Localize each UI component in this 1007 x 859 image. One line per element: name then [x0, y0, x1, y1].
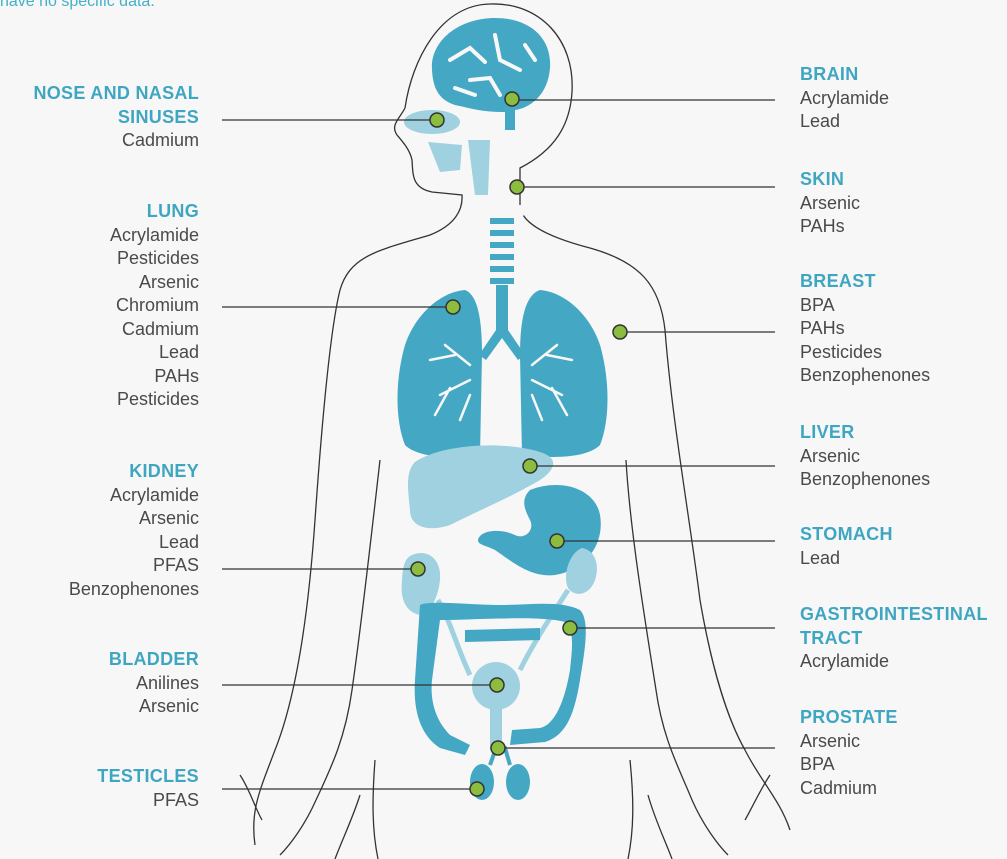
label-item: Acrylamide	[110, 224, 199, 248]
label-item: BPA	[800, 753, 898, 777]
label-item: PFAS	[97, 789, 199, 813]
label-breast: BREAST BPA PAHs Pesticides Benzophenones	[800, 270, 930, 388]
label-item: Chromium	[110, 294, 199, 318]
label-title: BRAIN	[800, 63, 889, 87]
label-item: Acrylamide	[800, 87, 889, 111]
label-title: PROSTATE	[800, 706, 898, 730]
label-item: Lead	[69, 531, 199, 555]
label-title: STOMACH	[800, 523, 893, 547]
marker-nose	[430, 113, 444, 127]
label-gi: GASTROINTESTINAL TRACT Acrylamide	[800, 603, 988, 674]
label-item: PAHs	[800, 215, 860, 239]
label-item: Pesticides	[800, 341, 930, 365]
label-title: LUNG	[110, 200, 199, 224]
marker-lung	[446, 300, 460, 314]
label-brain: BRAIN Acrylamide Lead	[800, 63, 889, 134]
label-item: Benzophenones	[69, 578, 199, 602]
label-nose: NOSE AND NASAL SINUSES Cadmium	[33, 82, 199, 153]
label-item: Pesticides	[110, 388, 199, 412]
marker-brain	[505, 92, 519, 106]
label-lung: LUNG Acrylamide Pesticides Arsenic Chrom…	[110, 200, 199, 412]
label-item: Lead	[800, 547, 893, 571]
label-title: BLADDER	[109, 648, 199, 672]
label-title: TRACT	[800, 627, 988, 651]
label-title: GASTROINTESTINAL	[800, 603, 988, 627]
label-item: PFAS	[69, 554, 199, 578]
label-item: Acrylamide	[800, 650, 988, 674]
marker-kidney	[411, 562, 425, 576]
label-item: Cadmium	[33, 129, 199, 153]
label-item: Cadmium	[110, 318, 199, 342]
marker-liver	[523, 459, 537, 473]
label-prostate: PROSTATE Arsenic BPA Cadmium	[800, 706, 898, 800]
label-item: Lead	[110, 341, 199, 365]
label-item: Anilines	[109, 672, 199, 696]
marker-skin	[510, 180, 524, 194]
label-item: PAHs	[800, 317, 930, 341]
marker-bladder	[490, 678, 504, 692]
label-skin: SKIN Arsenic PAHs	[800, 168, 860, 239]
marker-testicles	[470, 782, 484, 796]
label-title: SINUSES	[33, 106, 199, 130]
label-item: Arsenic	[800, 445, 930, 469]
right-lung-organ	[520, 290, 608, 457]
label-title: SKIN	[800, 168, 860, 192]
marker-breast	[613, 325, 627, 339]
testicle-right	[506, 764, 530, 800]
label-title: LIVER	[800, 421, 930, 445]
marker-prostate	[491, 741, 505, 755]
label-kidney: KIDNEY Acrylamide Arsenic Lead PFAS Benz…	[69, 460, 199, 601]
left-lung-organ	[398, 290, 483, 457]
label-item: PAHs	[110, 365, 199, 389]
label-item: Arsenic	[800, 192, 860, 216]
label-item: Arsenic	[69, 507, 199, 531]
marker-stomach	[550, 534, 564, 548]
label-item: Benzophenones	[800, 364, 930, 388]
label-item: Arsenic	[110, 271, 199, 295]
label-title: BREAST	[800, 270, 930, 294]
label-item: Arsenic	[109, 695, 199, 719]
label-stomach: STOMACH Lead	[800, 523, 893, 570]
label-item: Lead	[800, 110, 889, 134]
label-item: BPA	[800, 294, 930, 318]
label-item: Cadmium	[800, 777, 898, 801]
label-title: KIDNEY	[69, 460, 199, 484]
label-item: Benzophenones	[800, 468, 930, 492]
label-item: Pesticides	[110, 247, 199, 271]
label-bladder: BLADDER Anilines Arsenic	[109, 648, 199, 719]
label-title: NOSE AND NASAL	[33, 82, 199, 106]
label-testicles: TESTICLES PFAS	[97, 765, 199, 812]
label-title: TESTICLES	[97, 765, 199, 789]
label-item: Arsenic	[800, 730, 898, 754]
label-item: Acrylamide	[69, 484, 199, 508]
label-liver: LIVER Arsenic Benzophenones	[800, 421, 930, 492]
marker-gi	[563, 621, 577, 635]
